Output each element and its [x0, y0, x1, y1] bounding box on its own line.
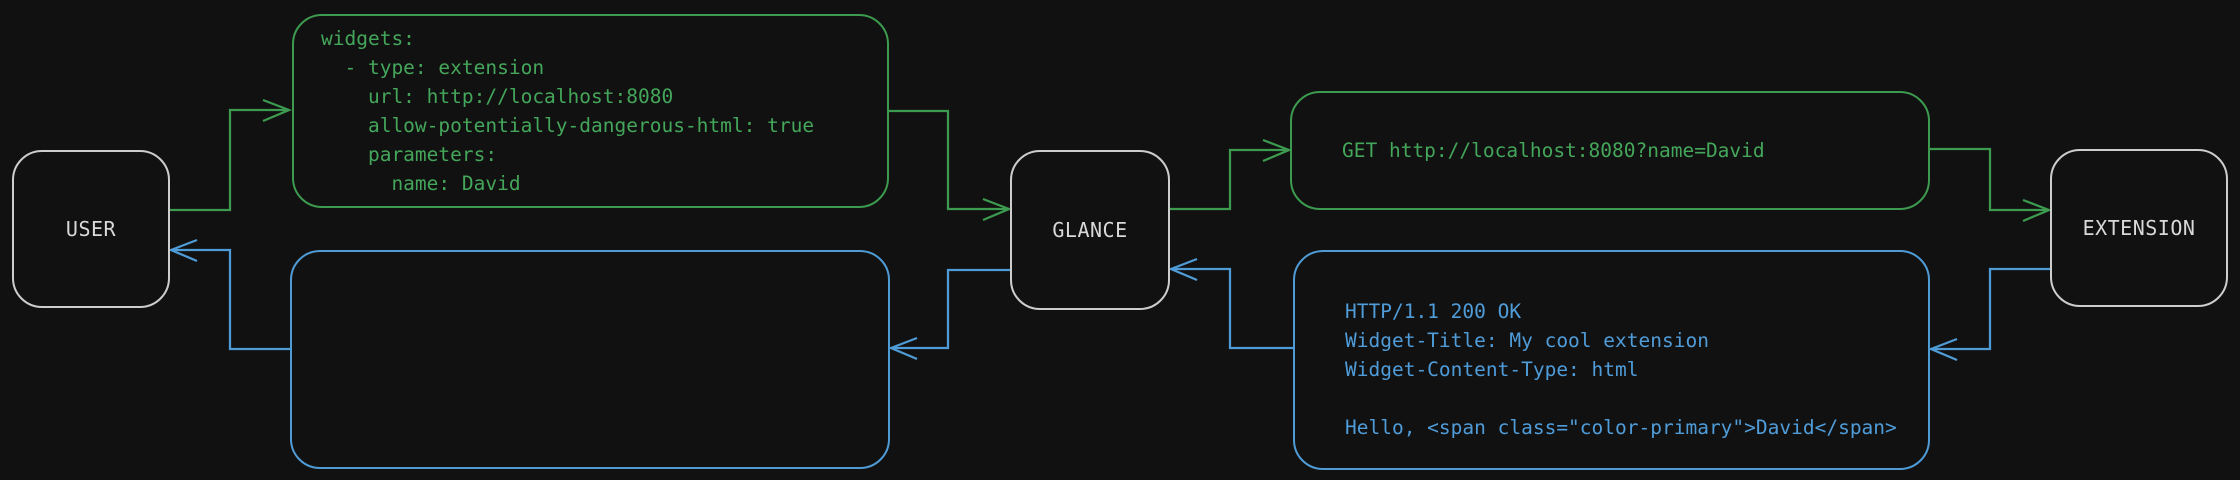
request-box: GET http://localhost:8080?name=David	[1290, 91, 1930, 210]
edge-glance-to-widget	[887, 268, 1010, 361]
config-line: url: http://localhost:8080	[321, 85, 674, 108]
response-line: HTTP/1.1 200 OK	[1345, 299, 1522, 323]
arrowhead-icon	[1167, 257, 1198, 282]
config-line: - type: extension	[321, 56, 545, 79]
config-line: name: David	[321, 172, 521, 195]
response-line: Hello, <span class="color-primary">David…	[1345, 415, 1897, 439]
arrowhead-icon	[982, 197, 1013, 222]
arrowhead-icon	[1927, 337, 1958, 362]
node-user: USER	[12, 150, 170, 308]
arrowhead-icon	[1262, 138, 1293, 163]
edge-request-to-extension	[1930, 147, 2053, 223]
request-text: GET http://localhost:8080?name=David	[1342, 139, 1765, 162]
response-line: Widget-Title: My cool extension	[1345, 328, 1709, 352]
edge-user-to-config	[170, 98, 293, 212]
response-line: Widget-Content-Type: html	[1345, 357, 1639, 381]
edge-response-to-glance	[1167, 257, 1293, 350]
edge-widget-to-user	[167, 238, 290, 351]
config-box: widgets: - type: extension url: http://l…	[292, 14, 889, 208]
edge-glance-to-request	[1170, 138, 1293, 211]
response-line	[1345, 384, 1928, 413]
arrowhead-icon	[167, 238, 198, 263]
edge-extension-to-response	[1927, 267, 2050, 362]
node-glance: GLANCE	[1010, 150, 1170, 310]
edge-config-to-glance	[889, 109, 1013, 222]
arrowhead-icon	[2022, 198, 2053, 223]
arrowhead-icon	[262, 98, 293, 123]
config-line: allow-potentially-dangerous-html: true	[321, 114, 815, 137]
node-extension-label: EXTENSION	[2082, 216, 2196, 240]
response-box: HTTP/1.1 200 OK Widget-Title: My cool ex…	[1293, 250, 1930, 470]
node-extension: EXTENSION	[2050, 149, 2228, 307]
node-user-label: USER	[65, 217, 117, 241]
node-glance-label: GLANCE	[1052, 218, 1128, 242]
config-line: parameters:	[321, 143, 498, 166]
widget-box: MY COOL EXTENSION Hello, David	[290, 250, 890, 469]
config-line: widgets:	[321, 27, 415, 50]
arrowhead-icon	[887, 336, 918, 361]
